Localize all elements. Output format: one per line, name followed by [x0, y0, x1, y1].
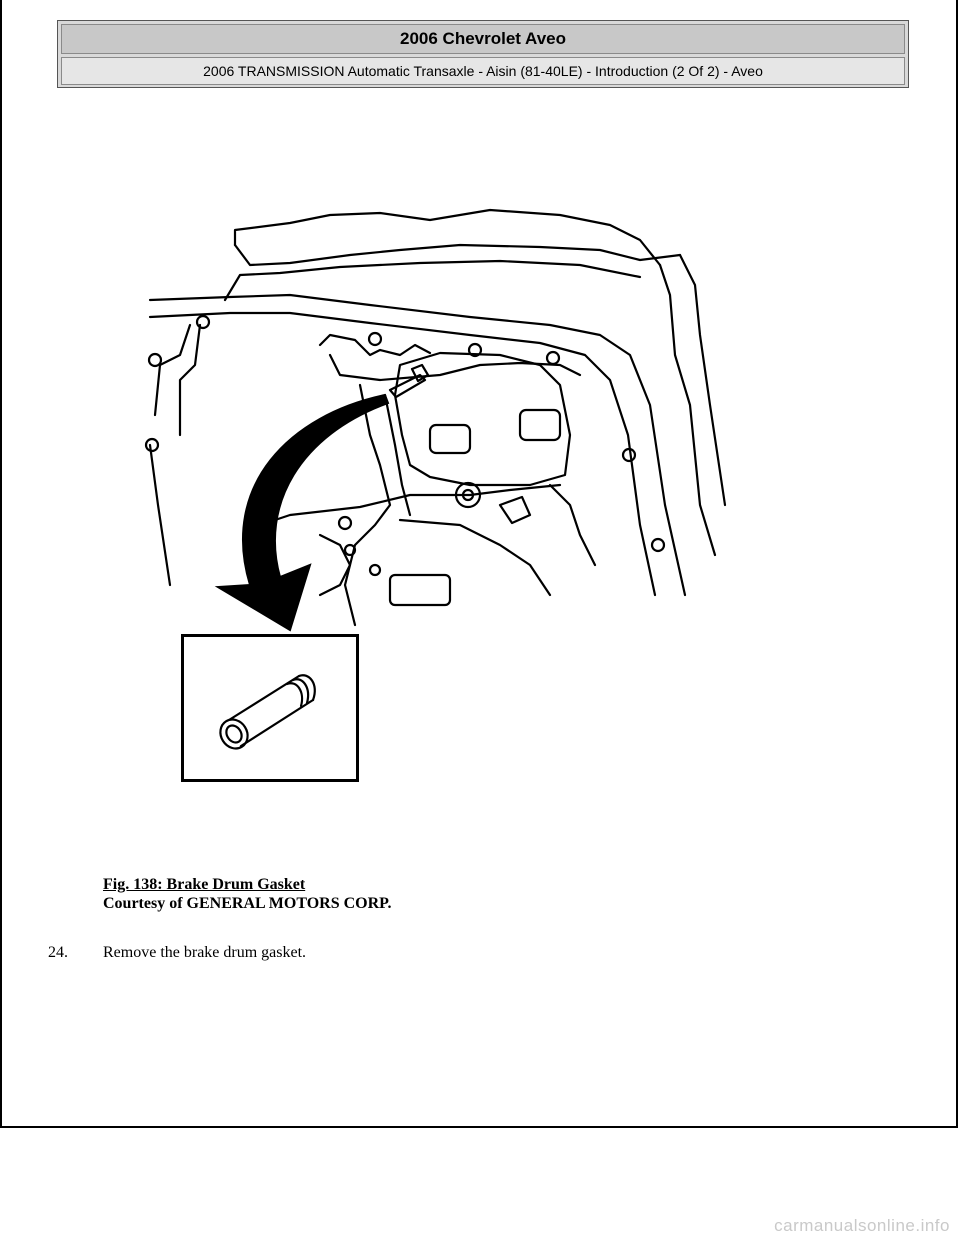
figure-caption: Fig. 138: Brake Drum Gasket Courtesy of …	[103, 875, 391, 913]
figure-caption-credit: Courtesy of GENERAL MOTORS CORP.	[103, 895, 392, 912]
page-frame	[0, 0, 958, 1128]
step-text: Remove the brake drum gasket.	[103, 944, 307, 961]
figure-caption-title[interactable]: Fig. 138: Brake Drum Gasket	[103, 876, 306, 893]
document-header: 2006 Chevrolet Aveo 2006 TRANSMISSION Au…	[57, 20, 909, 88]
gasket-detail-inset	[181, 634, 359, 782]
brake-drum-gasket-illustration	[144, 208, 727, 632]
document-title: 2006 Chevrolet Aveo	[61, 24, 905, 54]
step-number: 24.	[48, 944, 68, 961]
procedure-step: 24. Remove the brake drum gasket.	[48, 943, 306, 962]
watermark: carmanualsonline.info	[774, 1216, 950, 1235]
document-subtitle: 2006 TRANSMISSION Automatic Transaxle - …	[61, 57, 905, 85]
